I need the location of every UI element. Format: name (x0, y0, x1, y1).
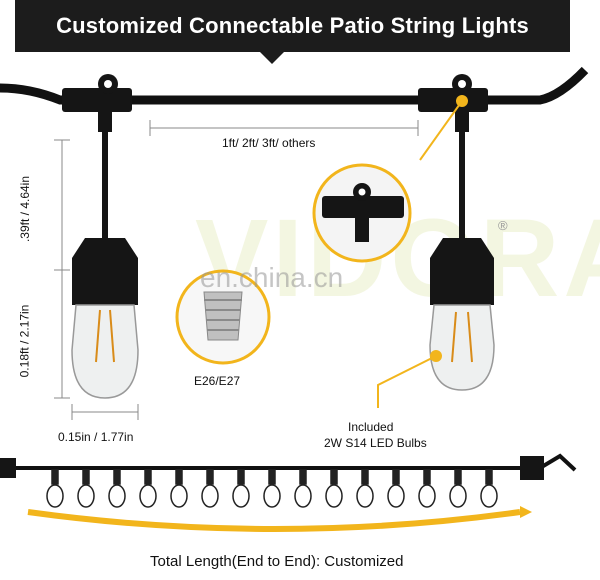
total-length-bracket (27, 509, 521, 532)
bulb-note-line1: Included (348, 420, 394, 434)
height-dimension (54, 139, 70, 399)
female-plug (520, 456, 544, 480)
mini-bulb (418, 469, 436, 508)
mini-bulb (294, 469, 312, 508)
spacing-dimension (149, 120, 419, 136)
socket-label: E26/E27 (194, 374, 241, 388)
left-connector (62, 74, 132, 132)
left-socket (72, 238, 138, 305)
banner-title: Customized Connectable Patio String Ligh… (56, 13, 529, 38)
mini-bulbs (46, 469, 498, 508)
bulb-note-line2: 2W S14 LED Bulbs (324, 436, 427, 450)
mini-bulb (480, 469, 498, 508)
right-connector (418, 74, 488, 132)
spacing-label: 1ft/ 2ft/ 3ft/ others (222, 136, 316, 150)
width-label: 0.15in / 1.77in (58, 430, 134, 444)
mini-bulb (232, 469, 250, 508)
mini-bulb (449, 469, 467, 508)
banner-pointer (258, 50, 286, 64)
mini-bulb (201, 469, 219, 508)
title-banner: Customized Connectable Patio String Ligh… (15, 0, 570, 52)
mini-bulb (46, 469, 64, 508)
mini-bulb (108, 469, 126, 508)
mini-bulb (170, 469, 188, 508)
mini-bulb (263, 469, 281, 508)
height-upper-label: .39ft / 4.64in (18, 175, 33, 243)
right-bulb (429, 304, 495, 391)
mini-bulb (356, 469, 374, 508)
male-plug (0, 458, 16, 478)
height-lower-label: 0.18ft / 2.17in (17, 304, 32, 378)
mini-bulb (139, 469, 157, 508)
total-length-label: Total Length(End to End): Customized (150, 553, 404, 570)
mini-bulb (325, 469, 343, 508)
mini-bulb (387, 469, 405, 508)
string-cable (0, 453, 577, 472)
right-socket (430, 238, 494, 305)
registered-mark: ® (498, 218, 508, 233)
main-cable (0, 66, 589, 105)
mini-bulb (77, 469, 95, 508)
left-bulb (71, 304, 139, 399)
watermark: en.china.cn (200, 262, 344, 293)
width-dimension (71, 404, 139, 420)
